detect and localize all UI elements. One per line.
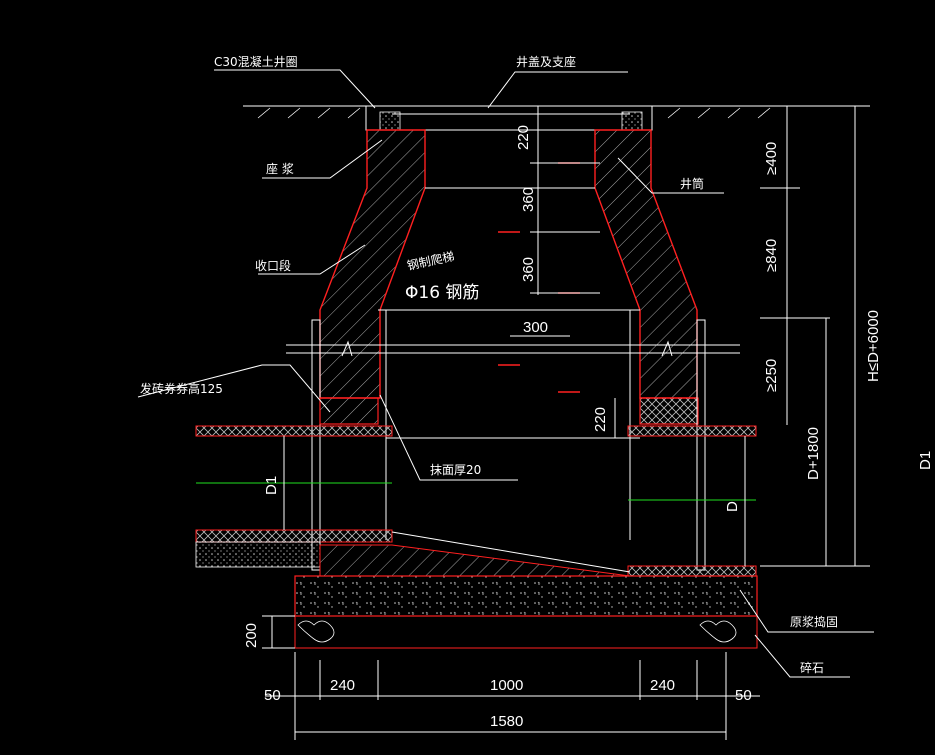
label-cover: 井盖及支座 <box>516 54 576 69</box>
dim-220-top: 220 <box>515 125 532 150</box>
dim-h-max: H≤D+6000 <box>865 310 882 382</box>
shaft-walls <box>319 129 698 399</box>
dim-360-a: 360 <box>520 187 537 212</box>
label-brick-arch: 发砖券券高125 <box>140 381 223 396</box>
dim-240-right: 240 <box>650 677 675 694</box>
dim-360-b: 360 <box>520 257 537 282</box>
dim-300: 300 <box>523 319 548 336</box>
dim-220-bottom: 220 <box>592 407 609 432</box>
dim-50-left: 50 <box>264 687 281 704</box>
base-slab <box>294 575 758 649</box>
channel-benching <box>319 531 631 577</box>
dim-d-plus-1800: D+1800 <box>805 427 822 480</box>
ground-line <box>243 105 787 119</box>
label-plaster: 抹面厚20 <box>430 463 481 477</box>
dim-d-right: D <box>724 501 741 512</box>
inlet-pipe-left <box>195 425 393 568</box>
label-gravel: 碎石 <box>800 660 824 675</box>
label-taper: 收口段 <box>255 258 291 273</box>
dim-d1-far-right: D1 <box>917 451 934 470</box>
bottom-dim-lines <box>265 652 760 740</box>
dim-ge-840: ≥840 <box>763 239 780 272</box>
left-dim-lines <box>262 436 295 649</box>
label-ladder: 钢制爬梯 <box>406 249 456 273</box>
leader-lines <box>137 69 874 678</box>
dim-200: 200 <box>243 623 260 648</box>
manhole-cover <box>365 105 653 131</box>
dim-1000: 1000 <box>490 677 523 694</box>
label-rebar: Φ16 钢筋 <box>405 283 479 303</box>
dim-50-right: 50 <box>735 687 752 704</box>
centre-marks <box>498 162 580 393</box>
chamber-walls <box>311 309 706 571</box>
dim-d1-left: D1 <box>263 476 280 495</box>
dim-ge-250: ≥250 <box>763 359 780 392</box>
dim-ge-400: ≥400 <box>763 142 780 175</box>
label-shaft: 井筒 <box>680 176 704 191</box>
section-break-line <box>286 340 740 357</box>
interior-dim-lines <box>386 106 640 439</box>
right-dim-lines <box>744 105 870 567</box>
label-mortar-bed: 座 浆 <box>266 161 294 176</box>
dim-240-left: 240 <box>330 677 355 694</box>
dimension-texts: 220 360 360 300 220 ≥400 ≥840 ≥250 H≤D+6… <box>243 125 934 730</box>
label-base-concrete: 原浆捣固 <box>790 614 838 629</box>
label-c30-ring: C30混凝土井圈 <box>214 54 298 69</box>
dim-1580: 1580 <box>490 713 523 730</box>
outlet-pipe-right <box>627 425 757 577</box>
